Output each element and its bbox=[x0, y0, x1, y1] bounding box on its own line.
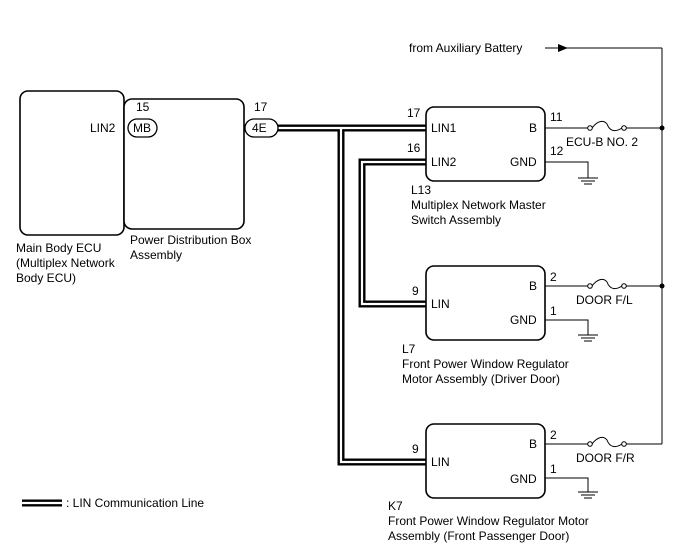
power-feed-wires bbox=[545, 44, 665, 448]
power-distribution-box-name-line2: Assembly bbox=[130, 248, 182, 262]
l7-name-line1: Front Power Window Regulator bbox=[402, 357, 569, 371]
l7-code: L7 bbox=[402, 342, 416, 356]
l13-name-line1: Multiplex Network Master bbox=[411, 198, 546, 212]
legend: : LIN Communication Line bbox=[22, 496, 204, 510]
k7-pin-gnd-no: 1 bbox=[550, 462, 557, 476]
power-distribution-box-name-line1: Power Distribution Box bbox=[130, 233, 251, 247]
connector-4e-label: 4E bbox=[252, 121, 267, 135]
k7-regulator-box bbox=[425, 423, 546, 499]
l13-pin-b-no: 11 bbox=[550, 110, 563, 124]
main-body-ecu-pin-label: LIN2 bbox=[90, 121, 116, 135]
connector-mb-label: MB bbox=[133, 121, 151, 135]
main-body-ecu-name-line3: Body ECU) bbox=[16, 271, 76, 285]
main-body-ecu-box bbox=[19, 90, 125, 236]
l13-pin-gnd-no: 12 bbox=[550, 144, 564, 158]
k7-code: K7 bbox=[388, 499, 403, 513]
l7-pin-b-no: 2 bbox=[550, 270, 557, 284]
l7-regulator-box bbox=[425, 265, 546, 341]
l7-name-line2: Motor Assembly (Driver Door) bbox=[402, 372, 560, 386]
k7-name-line1: Front Power Window Regulator Motor bbox=[388, 514, 589, 528]
l7-pin-b: B bbox=[529, 279, 537, 293]
main-body-ecu-name-line2: (Multiplex Network bbox=[16, 256, 116, 270]
battery-source-label: from Auxiliary Battery bbox=[409, 41, 522, 55]
k7-pin-gnd: GND bbox=[510, 472, 537, 486]
l13-fuse-label: ECU-B NO. 2 bbox=[566, 135, 638, 149]
l13-pin-lin1: LIN1 bbox=[431, 121, 457, 135]
l13-code: L13 bbox=[411, 183, 431, 197]
legend-label: : LIN Communication Line bbox=[66, 496, 204, 510]
l13-name-line2: Switch Assembly bbox=[411, 213, 501, 227]
ground-wires bbox=[545, 161, 598, 499]
l7-pin-gnd-no: 1 bbox=[550, 304, 557, 318]
l13-pin-lin1-no: 17 bbox=[407, 106, 421, 120]
k7-pin-b-no: 2 bbox=[550, 428, 557, 442]
connector-mb bbox=[127, 118, 158, 138]
main-body-ecu-name-line1: Main Body ECU bbox=[16, 241, 101, 255]
k7-fuse-label: DOOR F/R bbox=[576, 451, 635, 465]
k7-pin-lin: LIN bbox=[431, 455, 450, 469]
connector-4e-pin: 17 bbox=[254, 100, 268, 114]
k7-pin-b: B bbox=[529, 437, 537, 451]
l13-pin-gnd: GND bbox=[510, 155, 537, 169]
k7-pin-lin-no: 9 bbox=[412, 442, 419, 456]
l13-pin-lin2: LIN2 bbox=[431, 155, 457, 169]
l13-pin-lin2-no: 16 bbox=[407, 141, 421, 155]
l13-pin-b: B bbox=[529, 121, 537, 135]
connector-4e bbox=[244, 118, 279, 138]
connector-mb-pin: 15 bbox=[136, 100, 150, 114]
l7-pin-lin-no: 9 bbox=[412, 284, 419, 298]
l13-switch-box bbox=[425, 106, 546, 182]
l7-pin-lin: LIN bbox=[431, 297, 450, 311]
l7-pin-gnd: GND bbox=[510, 313, 537, 327]
k7-name-line2: Assembly (Front Passenger Door) bbox=[388, 529, 569, 543]
l7-fuse-label: DOOR F/L bbox=[576, 293, 633, 307]
